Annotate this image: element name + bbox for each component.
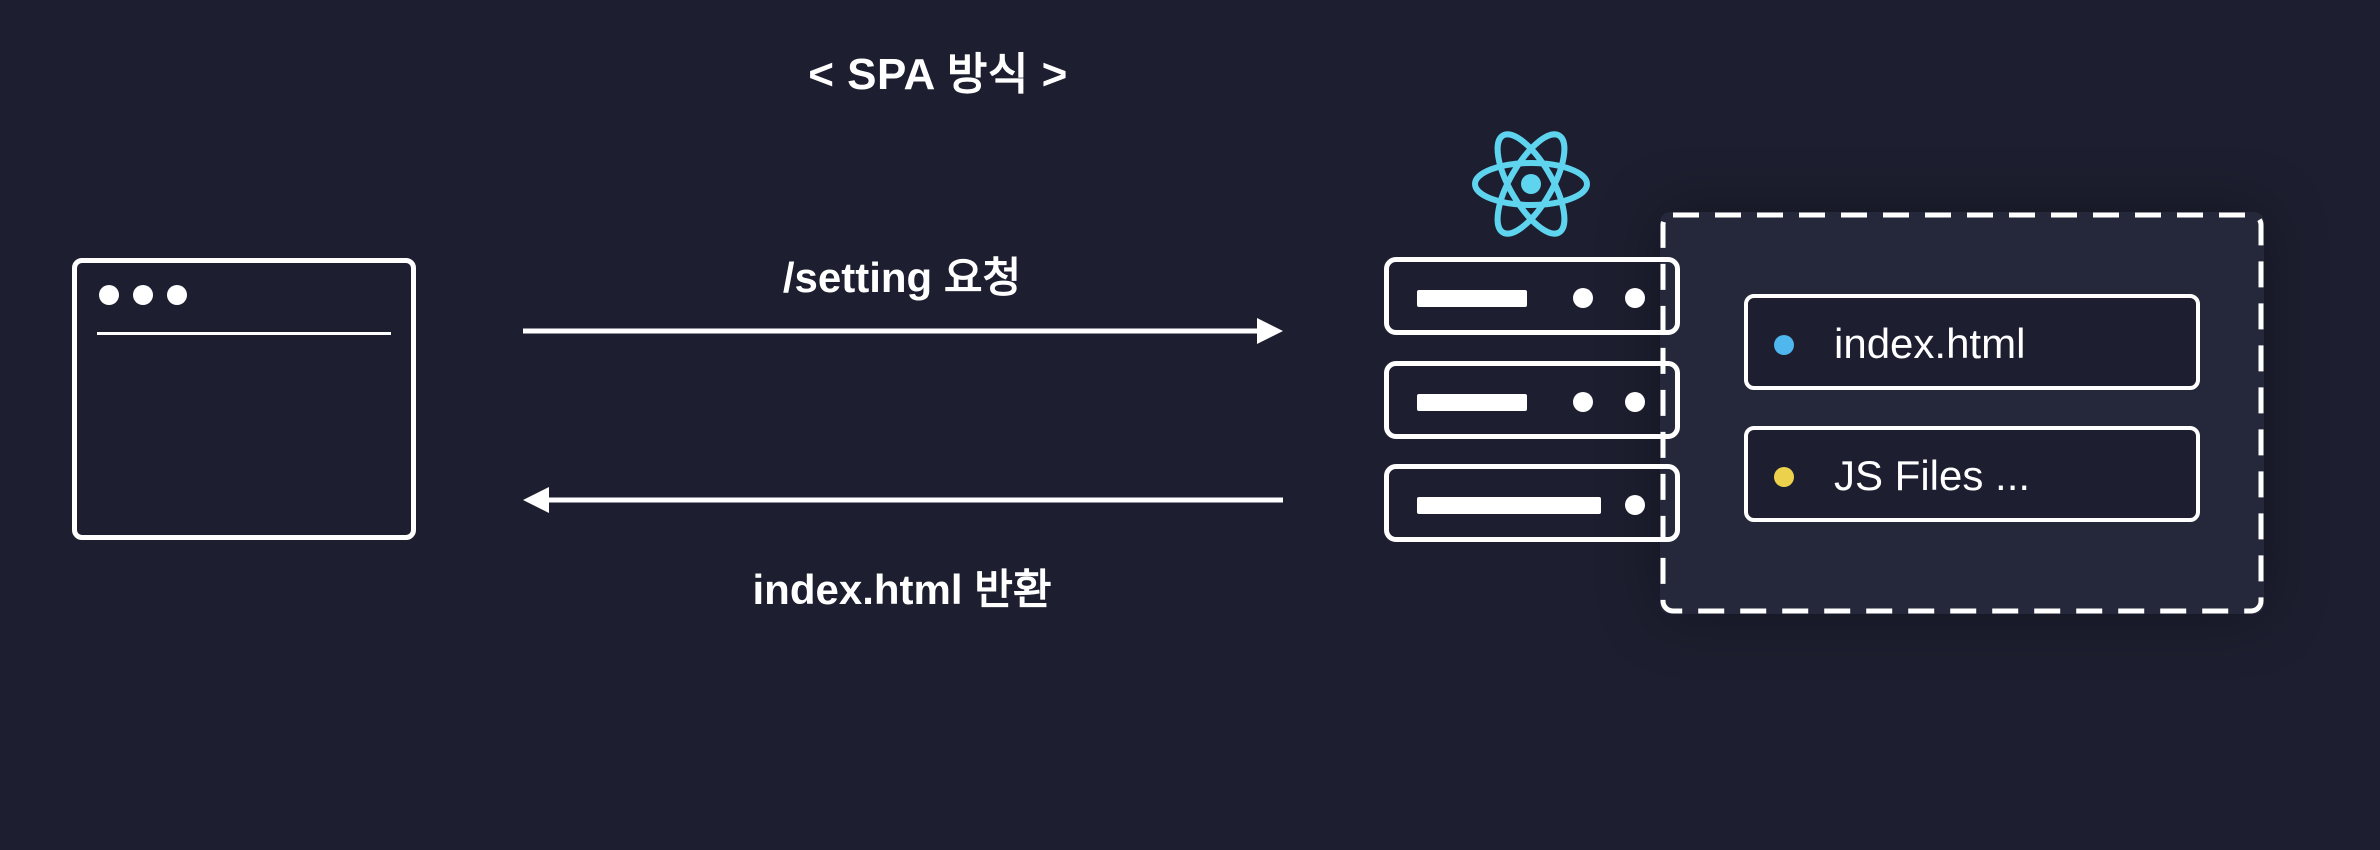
build-files-panel: index.html JS Files ... xyxy=(1660,212,2264,614)
request-arrow xyxy=(523,318,1283,344)
react-logo-icon xyxy=(1472,131,1590,237)
diagram-title: < SPA 방식 > xyxy=(808,50,1068,99)
request-label: /setting 요청 xyxy=(782,254,1022,301)
file-item-index-html: index.html xyxy=(1744,294,2200,390)
server-unit xyxy=(1384,464,1680,542)
response-arrow xyxy=(523,487,1283,513)
server-unit xyxy=(1384,257,1680,335)
server-led xyxy=(1573,392,1593,412)
browser-window-icon xyxy=(72,258,416,540)
file-label: index.html xyxy=(1834,320,2026,367)
dashed-border xyxy=(1660,212,2264,614)
server-led xyxy=(1625,495,1645,515)
server-led xyxy=(1625,288,1645,308)
file-label: JS Files ... xyxy=(1834,452,2031,499)
window-dot xyxy=(99,285,119,305)
window-dot xyxy=(133,285,153,305)
file-bullet-icon xyxy=(1774,467,1794,487)
server-led xyxy=(1625,392,1645,412)
server-bar xyxy=(1417,290,1527,307)
server-bar xyxy=(1417,394,1527,411)
window-dot xyxy=(167,285,187,305)
window-title-divider xyxy=(97,332,391,335)
server-unit xyxy=(1384,361,1680,439)
server-led xyxy=(1573,288,1593,308)
file-bullet-icon xyxy=(1774,335,1794,355)
server-bar xyxy=(1417,497,1601,514)
file-item-js-files: JS Files ... xyxy=(1744,426,2200,522)
response-label: index.html 반환 xyxy=(752,566,1052,613)
